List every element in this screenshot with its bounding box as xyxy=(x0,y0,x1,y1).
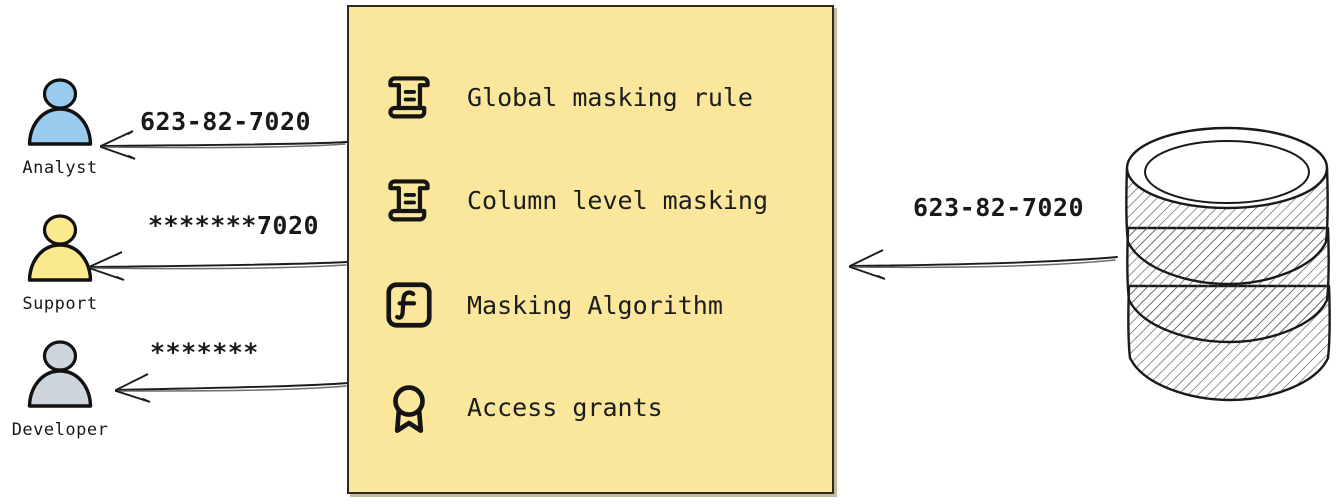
person-icon xyxy=(27,214,93,282)
arrow-database-to-panel xyxy=(849,249,1118,280)
panel-item-label: Global masking rule xyxy=(467,82,753,112)
scroll-icon xyxy=(388,76,430,119)
flow-label-analyst: 623-82-7020 xyxy=(140,107,312,136)
database-cylinder-icon xyxy=(1125,126,1331,402)
panel-item-masking-algorithm[interactable]: Masking Algorithm xyxy=(382,275,723,335)
panel-item-access-grants[interactable]: Access grants xyxy=(382,377,663,437)
flow-label-developer: ******* xyxy=(150,338,259,367)
person-icon xyxy=(27,340,93,408)
actor-label: Support xyxy=(22,294,98,314)
flow-label-database: 623-82-7020 xyxy=(913,193,1085,222)
arrow-panel-to-developer xyxy=(115,373,349,403)
panel-item-label: Column level masking xyxy=(467,185,769,215)
panel-item-column-level-masking[interactable]: Column level masking xyxy=(382,170,768,230)
award-ribbon-icon xyxy=(393,385,425,433)
actor-analyst: Analyst xyxy=(0,76,120,178)
actor-label: Developer xyxy=(11,420,109,440)
panel-item-label: Access grants xyxy=(467,392,663,422)
function-box-icon xyxy=(386,282,432,328)
arrow-panel-to-analyst xyxy=(100,130,348,160)
panel-item-global-masking-rule[interactable]: Global masking rule xyxy=(382,67,753,127)
actor-label: Analyst xyxy=(22,158,98,178)
masking-policy-panel: Global masking rule Column level masking… xyxy=(347,5,834,494)
panel-item-label: Masking Algorithm xyxy=(467,290,723,320)
actor-support: Support xyxy=(0,212,120,314)
arrow-panel-to-support xyxy=(88,251,349,281)
person-icon xyxy=(27,78,93,146)
actor-developer: Developer xyxy=(0,338,120,440)
flow-label-support: *******7020 xyxy=(148,211,320,240)
scroll-icon xyxy=(388,179,430,222)
